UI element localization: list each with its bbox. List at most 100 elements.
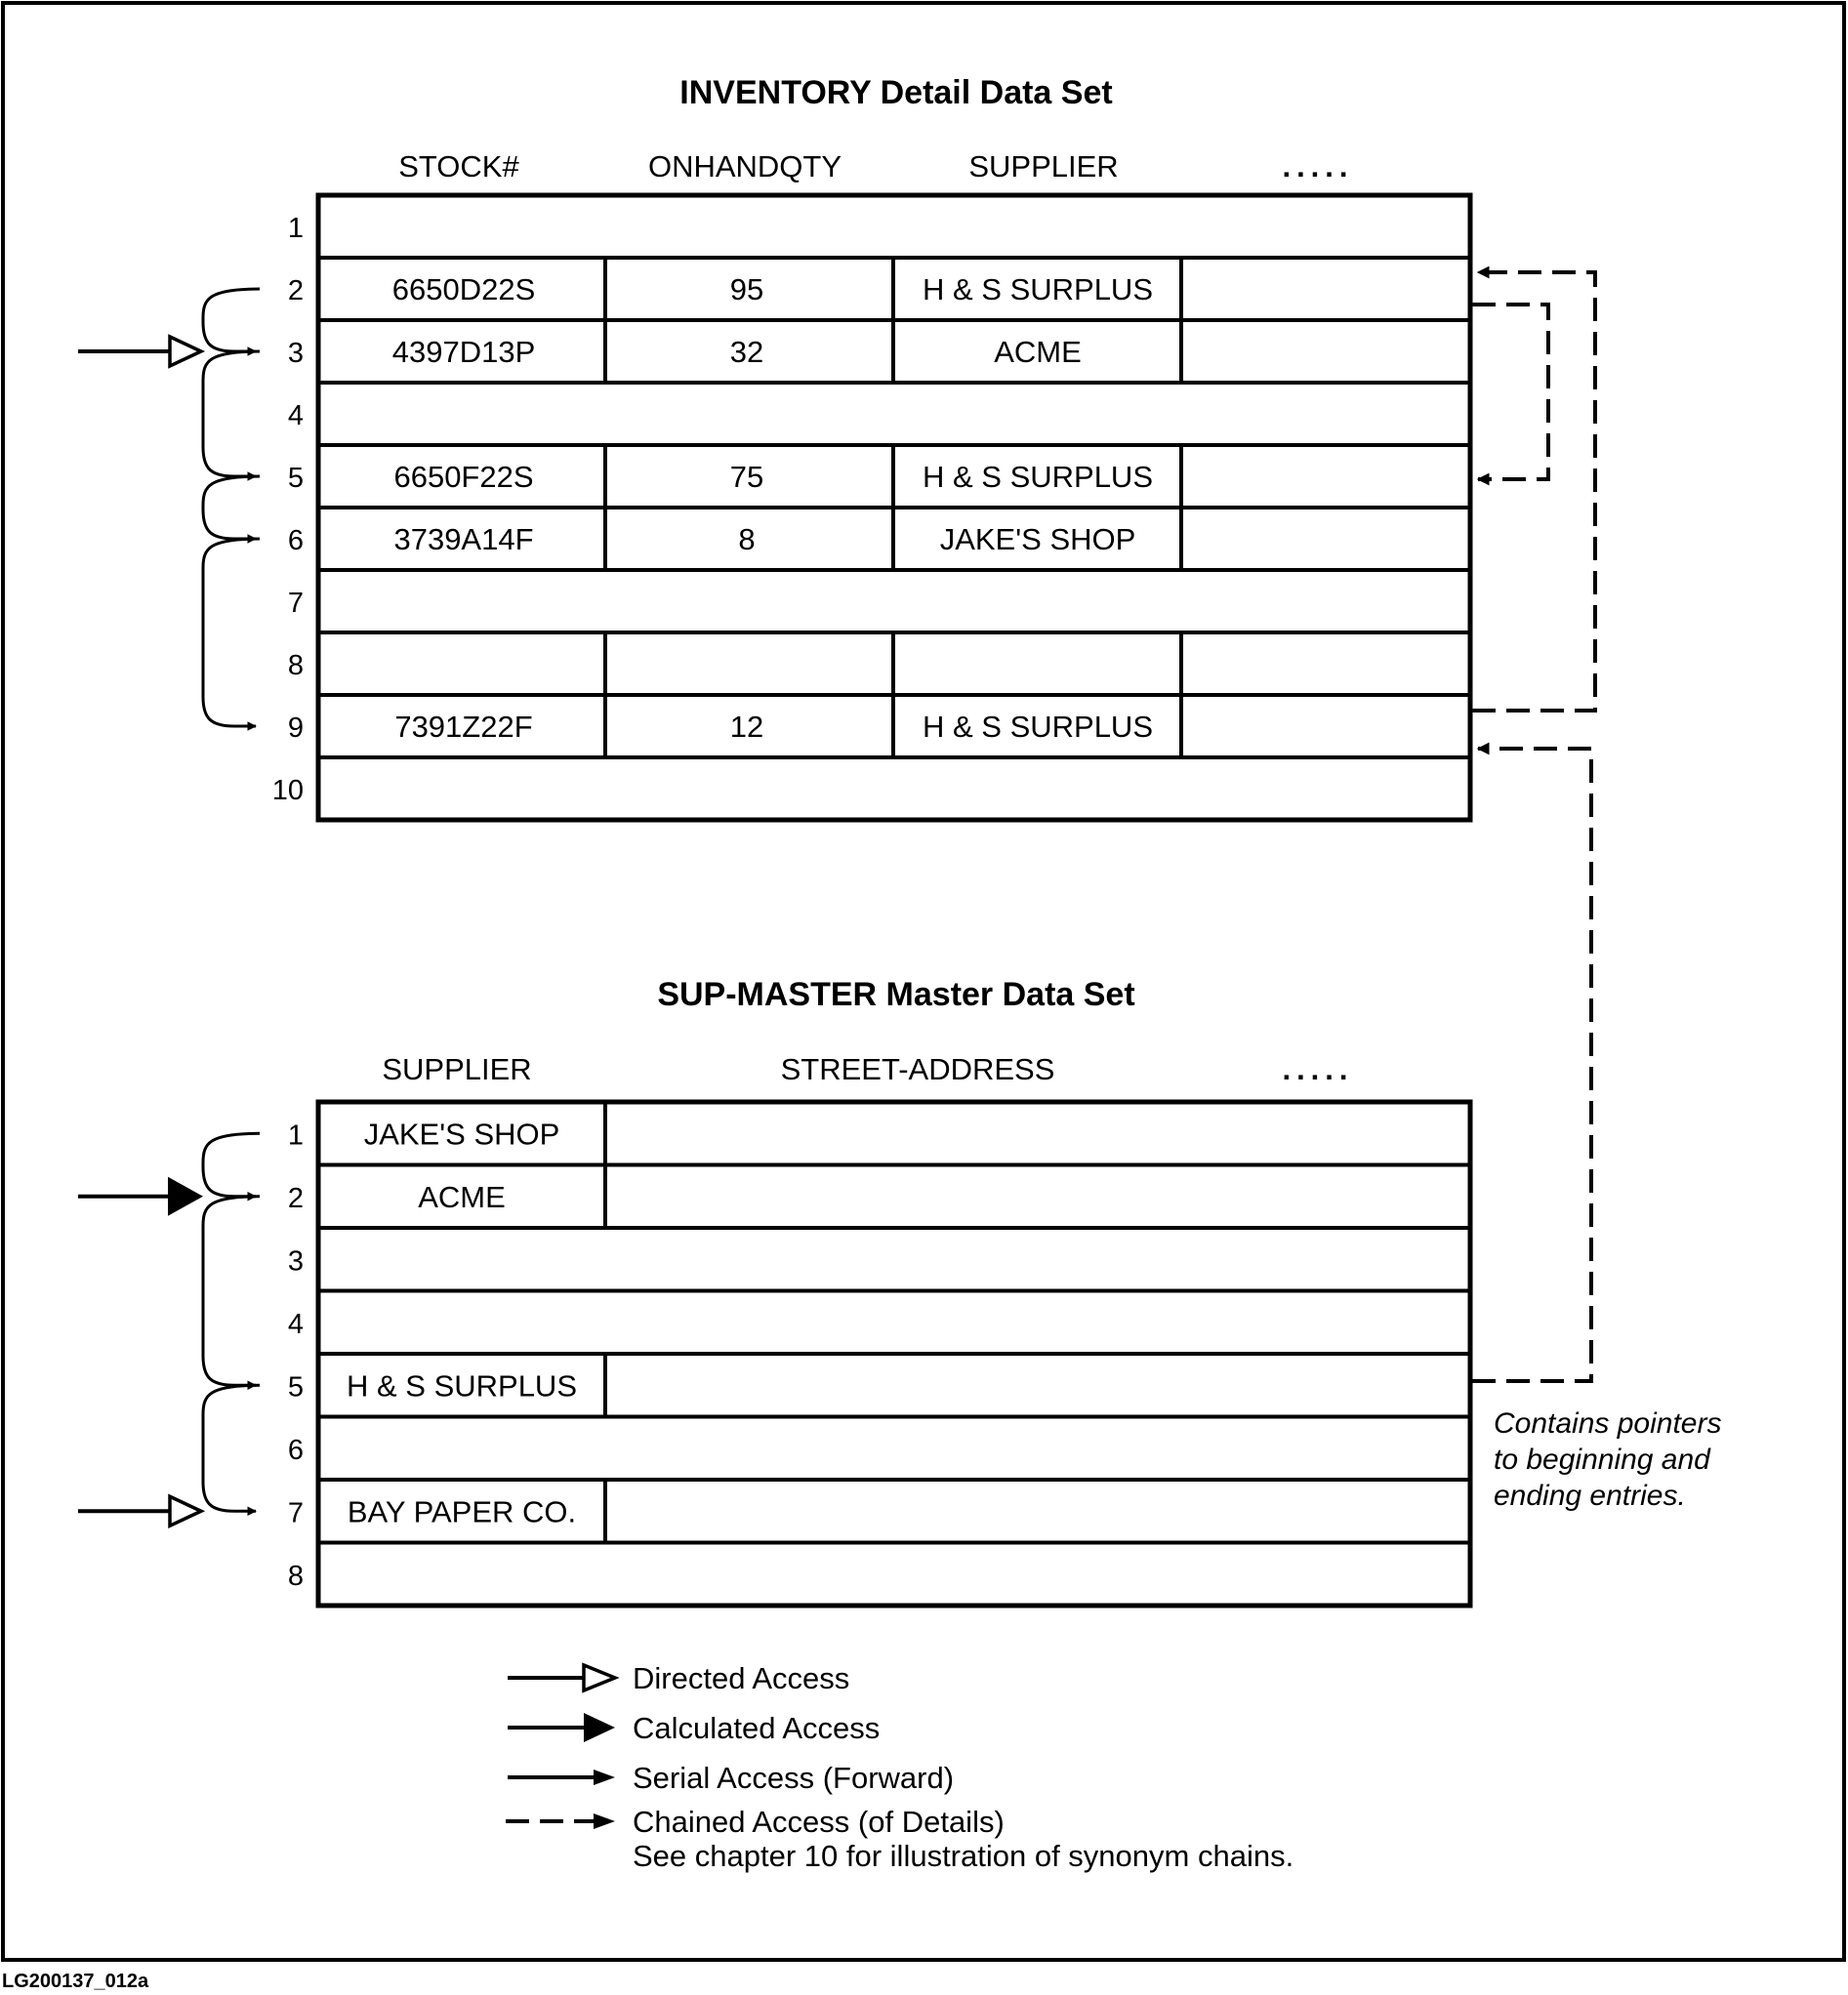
- table-cell: 95: [730, 272, 763, 306]
- row-number: 2: [288, 1183, 304, 1214]
- pointer-note-line: ending entries.: [1494, 1480, 1686, 1512]
- row-number: 3: [288, 338, 304, 369]
- table-cell: 8: [738, 522, 755, 556]
- table-cell: 6650F22S: [393, 460, 533, 494]
- table-row: 4: [288, 381, 1470, 431]
- table-cell: 12: [730, 710, 763, 744]
- inventory-column-headers: STOCK# ONHANDQTY SUPPLIER .....: [398, 149, 1353, 183]
- row-number: 6: [288, 525, 304, 556]
- hollow-arrowhead-icon: [582, 1662, 620, 1693]
- supmaster-serial-links: [78, 1131, 261, 1529]
- chain-2-to-5: [1472, 303, 1550, 486]
- serial-access-arrow: [201, 287, 261, 356]
- pointer-note: Contains pointers to beginning and endin…: [1494, 1407, 1721, 1512]
- table-cell: 3739A14F: [393, 522, 533, 556]
- table-row: 7: [288, 568, 1470, 619]
- legend-label: Serial Access (Forward): [633, 1761, 954, 1795]
- figure-id: LG200137_012a: [2, 1971, 149, 1992]
- supmaster-title: SUP-MASTER Master Data Set: [657, 976, 1134, 1013]
- serial-access-arrow: [201, 1383, 261, 1517]
- hollow-arrowhead-icon: [168, 334, 206, 369]
- table-row: 8: [288, 631, 1470, 695]
- inventory-column-header: SUPPLIER: [968, 149, 1118, 183]
- serial-access-arrow: [201, 349, 261, 481]
- directed-access-arrow: [78, 334, 206, 369]
- table-row: H & S SURPLUS 5: [288, 1352, 1470, 1417]
- row-number: 5: [288, 1371, 304, 1403]
- row-number: 3: [288, 1245, 304, 1277]
- inventory-column-header: ONHANDQTY: [648, 149, 842, 183]
- table-cell: JAKE'S SHOP: [364, 1117, 560, 1151]
- table-row: ACME 2: [288, 1162, 1470, 1228]
- row-number: 8: [288, 1561, 304, 1592]
- supmaster-column-header: SUPPLIER: [382, 1052, 531, 1086]
- table-cell: BAY PAPER CO.: [348, 1494, 576, 1528]
- serial-access-arrow: [201, 537, 261, 731]
- table-row: 8: [288, 1540, 1470, 1592]
- table-row: 7391Z22F 12 H & S SURPLUS 9: [288, 693, 1470, 757]
- table-cell: 6650D22S: [392, 272, 536, 306]
- legend-calculated: Calculated Access: [508, 1711, 880, 1745]
- table-row: 10: [272, 755, 1470, 806]
- inventory-column-header: .....: [1282, 149, 1353, 183]
- supmaster-column-headers: SUPPLIER STREET-ADDRESS .....: [382, 1052, 1353, 1086]
- row-number: 6: [288, 1435, 304, 1466]
- table-row: 4397D13P 32 ACME 3: [288, 318, 1470, 383]
- row-number: 4: [288, 400, 304, 431]
- table-cell: H & S SURPLUS: [923, 272, 1153, 306]
- chain-9-to-2: [1472, 265, 1597, 712]
- row-number: 1: [288, 213, 304, 244]
- calculated-access-arrow: [78, 1176, 203, 1216]
- supmaster-column-header: .....: [1282, 1052, 1353, 1086]
- table-row: JAKE'S SHOP 1: [288, 1102, 607, 1165]
- row-number: 7: [288, 588, 304, 619]
- row-number: 7: [288, 1497, 304, 1528]
- row-number: 1: [288, 1120, 304, 1151]
- table-cell: H & S SURPLUS: [923, 710, 1153, 744]
- table-cell: 4397D13P: [392, 335, 536, 369]
- table-cell: H & S SURPLUS: [347, 1368, 577, 1403]
- legend-directed: Directed Access: [508, 1661, 849, 1695]
- inventory-title: INVENTORY Detail Data Set: [679, 74, 1112, 111]
- row-number: 4: [288, 1309, 304, 1340]
- row-number: 9: [288, 712, 304, 744]
- serial-access-arrow: [201, 1195, 261, 1391]
- small-arrowhead-icon: [594, 1813, 615, 1829]
- table-cell: 7391Z22F: [394, 710, 532, 744]
- legend-serial: Serial Access (Forward): [508, 1761, 954, 1795]
- chained-access-links: [1472, 265, 1597, 1383]
- table-cell: ACME: [418, 1180, 506, 1214]
- row-number: 5: [288, 463, 304, 494]
- small-arrowhead-icon: [594, 1770, 615, 1785]
- solid-arrowhead-icon: [584, 1713, 615, 1742]
- pointer-note-line: Contains pointers: [1494, 1407, 1721, 1440]
- legend-chained: Chained Access (of Details) See chapter …: [506, 1805, 1294, 1873]
- row-number: 8: [288, 650, 304, 681]
- table-cell: 75: [730, 460, 763, 494]
- hollow-arrowhead-icon: [168, 1493, 206, 1529]
- solid-arrowhead-icon: [168, 1176, 203, 1216]
- table-cell: 32: [730, 335, 763, 369]
- table-row: 6: [288, 1414, 1470, 1466]
- table-row: 1: [288, 213, 304, 244]
- row-number: 10: [272, 775, 304, 806]
- legend-sublabel: See chapter 10 for illustration of synon…: [633, 1839, 1294, 1873]
- inventory-serial-links: [78, 287, 261, 731]
- master-pointer-to-9: [1472, 742, 1593, 1383]
- directed-access-arrow: [78, 1493, 206, 1529]
- table-row: 3: [288, 1226, 1470, 1277]
- legend-label: Chained Access (of Details): [633, 1805, 1005, 1839]
- inventory-column-header: STOCK#: [398, 149, 519, 183]
- legend-label: Calculated Access: [633, 1711, 880, 1745]
- serial-access-arrow: [201, 474, 261, 544]
- table-row: 4: [288, 1288, 1470, 1340]
- serial-access-arrow: [201, 1131, 261, 1201]
- legend: Directed Access Calculated Access Serial…: [506, 1661, 1294, 1873]
- table-cell: ACME: [994, 335, 1082, 369]
